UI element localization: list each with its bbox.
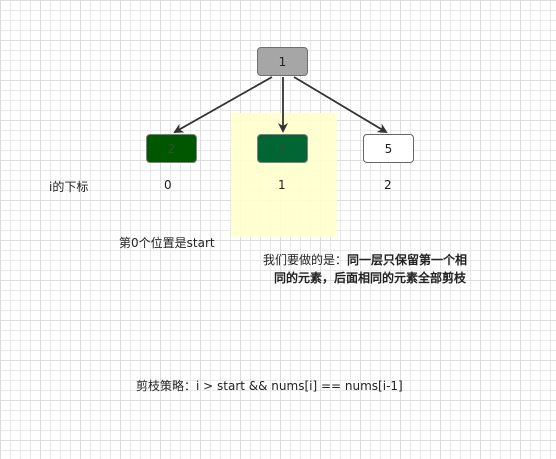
node-value: 2 <box>167 141 176 156</box>
dedupe-note-line-1: 我们要做的是：同一层只保留第一个相 <box>263 251 467 268</box>
edge-root-to-child-0 <box>173 76 273 133</box>
node-value: 2 <box>278 141 287 156</box>
pruning-strategy: 剪枝策略：i > start && nums[i] == nums[i-1] <box>136 379 403 393</box>
index-axis-label: i的下标 <box>49 180 89 194</box>
node-value: 5 <box>384 141 393 156</box>
dedupe-emphasis-1: 同一层只保留第一个相 <box>347 253 468 267</box>
index-label-1: 1 <box>278 178 286 192</box>
start-note: 第0个位置是start <box>119 236 215 250</box>
tree-node-child-0: 2 <box>146 134 197 163</box>
tree-node-root: 1 <box>257 47 308 76</box>
tree-node-child-2: 5 <box>363 134 414 163</box>
dedupe-prefix: 我们要做的是： <box>263 253 348 267</box>
index-label-0: 0 <box>164 178 172 192</box>
tree-node-child-1: 2 <box>257 134 308 163</box>
edge-root-to-child-2 <box>293 76 388 134</box>
node-value: 1 <box>278 54 287 69</box>
dedupe-note-line-2: 同的元素，后面相同的元素全部剪枝 <box>274 271 467 285</box>
index-label-2: 2 <box>384 178 392 192</box>
highlight-region <box>231 113 337 237</box>
